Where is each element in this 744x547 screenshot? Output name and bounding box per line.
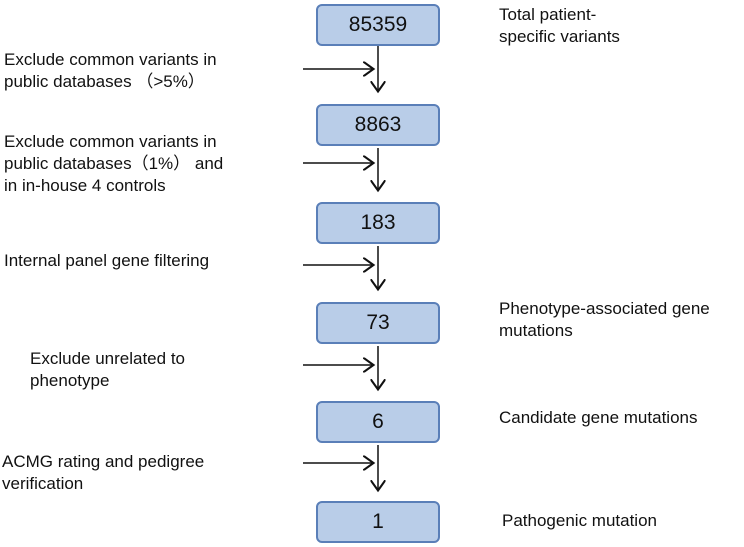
count-box-total: 85359 [316,4,440,46]
count-box-step-3: 73 [316,302,440,344]
note-total: Total patient- specific variants [499,5,620,46]
note-phenotype: Phenotype-associated gene mutations [499,299,710,340]
filter-label-5: ACMG rating and pedigree verification [2,452,205,493]
count-box-step-1: 8863 [316,104,440,146]
filter-label-1: Exclude common variants in public databa… [4,50,217,91]
count-box-step-4: 6 [316,401,440,443]
count-box-pathogenic: 1 [316,501,440,543]
count-box-step-2: 183 [316,202,440,244]
filter-label-2: Exclude common variants in public databa… [4,132,224,195]
filter-label-3: Internal panel gene filtering [4,251,210,270]
note-pathogenic: Pathogenic mutation [502,511,657,530]
filter-label-4: Exclude unrelated to phenotype [30,349,185,390]
note-candidate: Candidate gene mutations [499,408,698,427]
